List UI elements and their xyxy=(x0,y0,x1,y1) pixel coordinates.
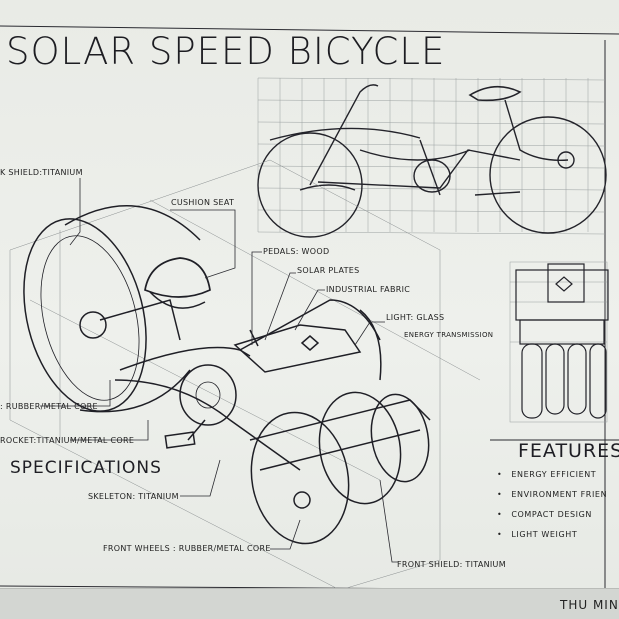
author-name: THU MIN xyxy=(560,598,619,612)
label-cushion-seat: CUSHION SEAT xyxy=(171,198,235,207)
feature-item: ENVIRONMENT FRIEN xyxy=(497,490,607,499)
feature-item: ENERGY EFFICIENT xyxy=(497,470,607,479)
label-sprocket: ROCKET:TITANIUM/METAL CORE xyxy=(0,436,135,445)
page-title: SOLAR SPEED BICYCLE xyxy=(6,30,446,73)
label-pedals: PEDALS: WOOD xyxy=(263,247,330,256)
label-energy-transmission: ENERGY TRANSMISSION xyxy=(404,331,494,339)
features-heading: FEATURES xyxy=(518,440,619,462)
leader-lines xyxy=(40,178,398,563)
iso-construction xyxy=(9,159,481,591)
feature-item: COMPACT DESIGN xyxy=(497,510,607,519)
label-front-shield: FRONT SHIELD: TITANIUM xyxy=(397,560,506,569)
side-view-grid xyxy=(257,77,606,235)
iso-bicycle xyxy=(23,205,431,545)
label-solar-plates: SOLAR PLATES xyxy=(297,266,360,275)
label-back-shield: K SHIELD:TITANIUM xyxy=(0,168,83,177)
label-light: LIGHT: GLASS xyxy=(386,313,445,322)
side-view-bicycle xyxy=(257,84,607,238)
label-skeleton: SKELETON: TITANIUM xyxy=(88,492,179,501)
features-list: ENERGY EFFICIENT ENVIRONMENT FRIEN COMPA… xyxy=(497,470,607,550)
front-view xyxy=(490,261,619,441)
specifications-heading: SPECIFICATIONS xyxy=(10,458,162,478)
label-industrial-fabric: INDUSTRIAL FABRIC xyxy=(326,285,411,294)
label-front-wheels: FRONT WHEELS : RUBBER/METAL CORE xyxy=(103,544,271,553)
feature-item: LIGHT WEIGHT xyxy=(497,530,607,539)
label-rear-wheels: : RUBBER/METAL CORE xyxy=(0,402,98,411)
